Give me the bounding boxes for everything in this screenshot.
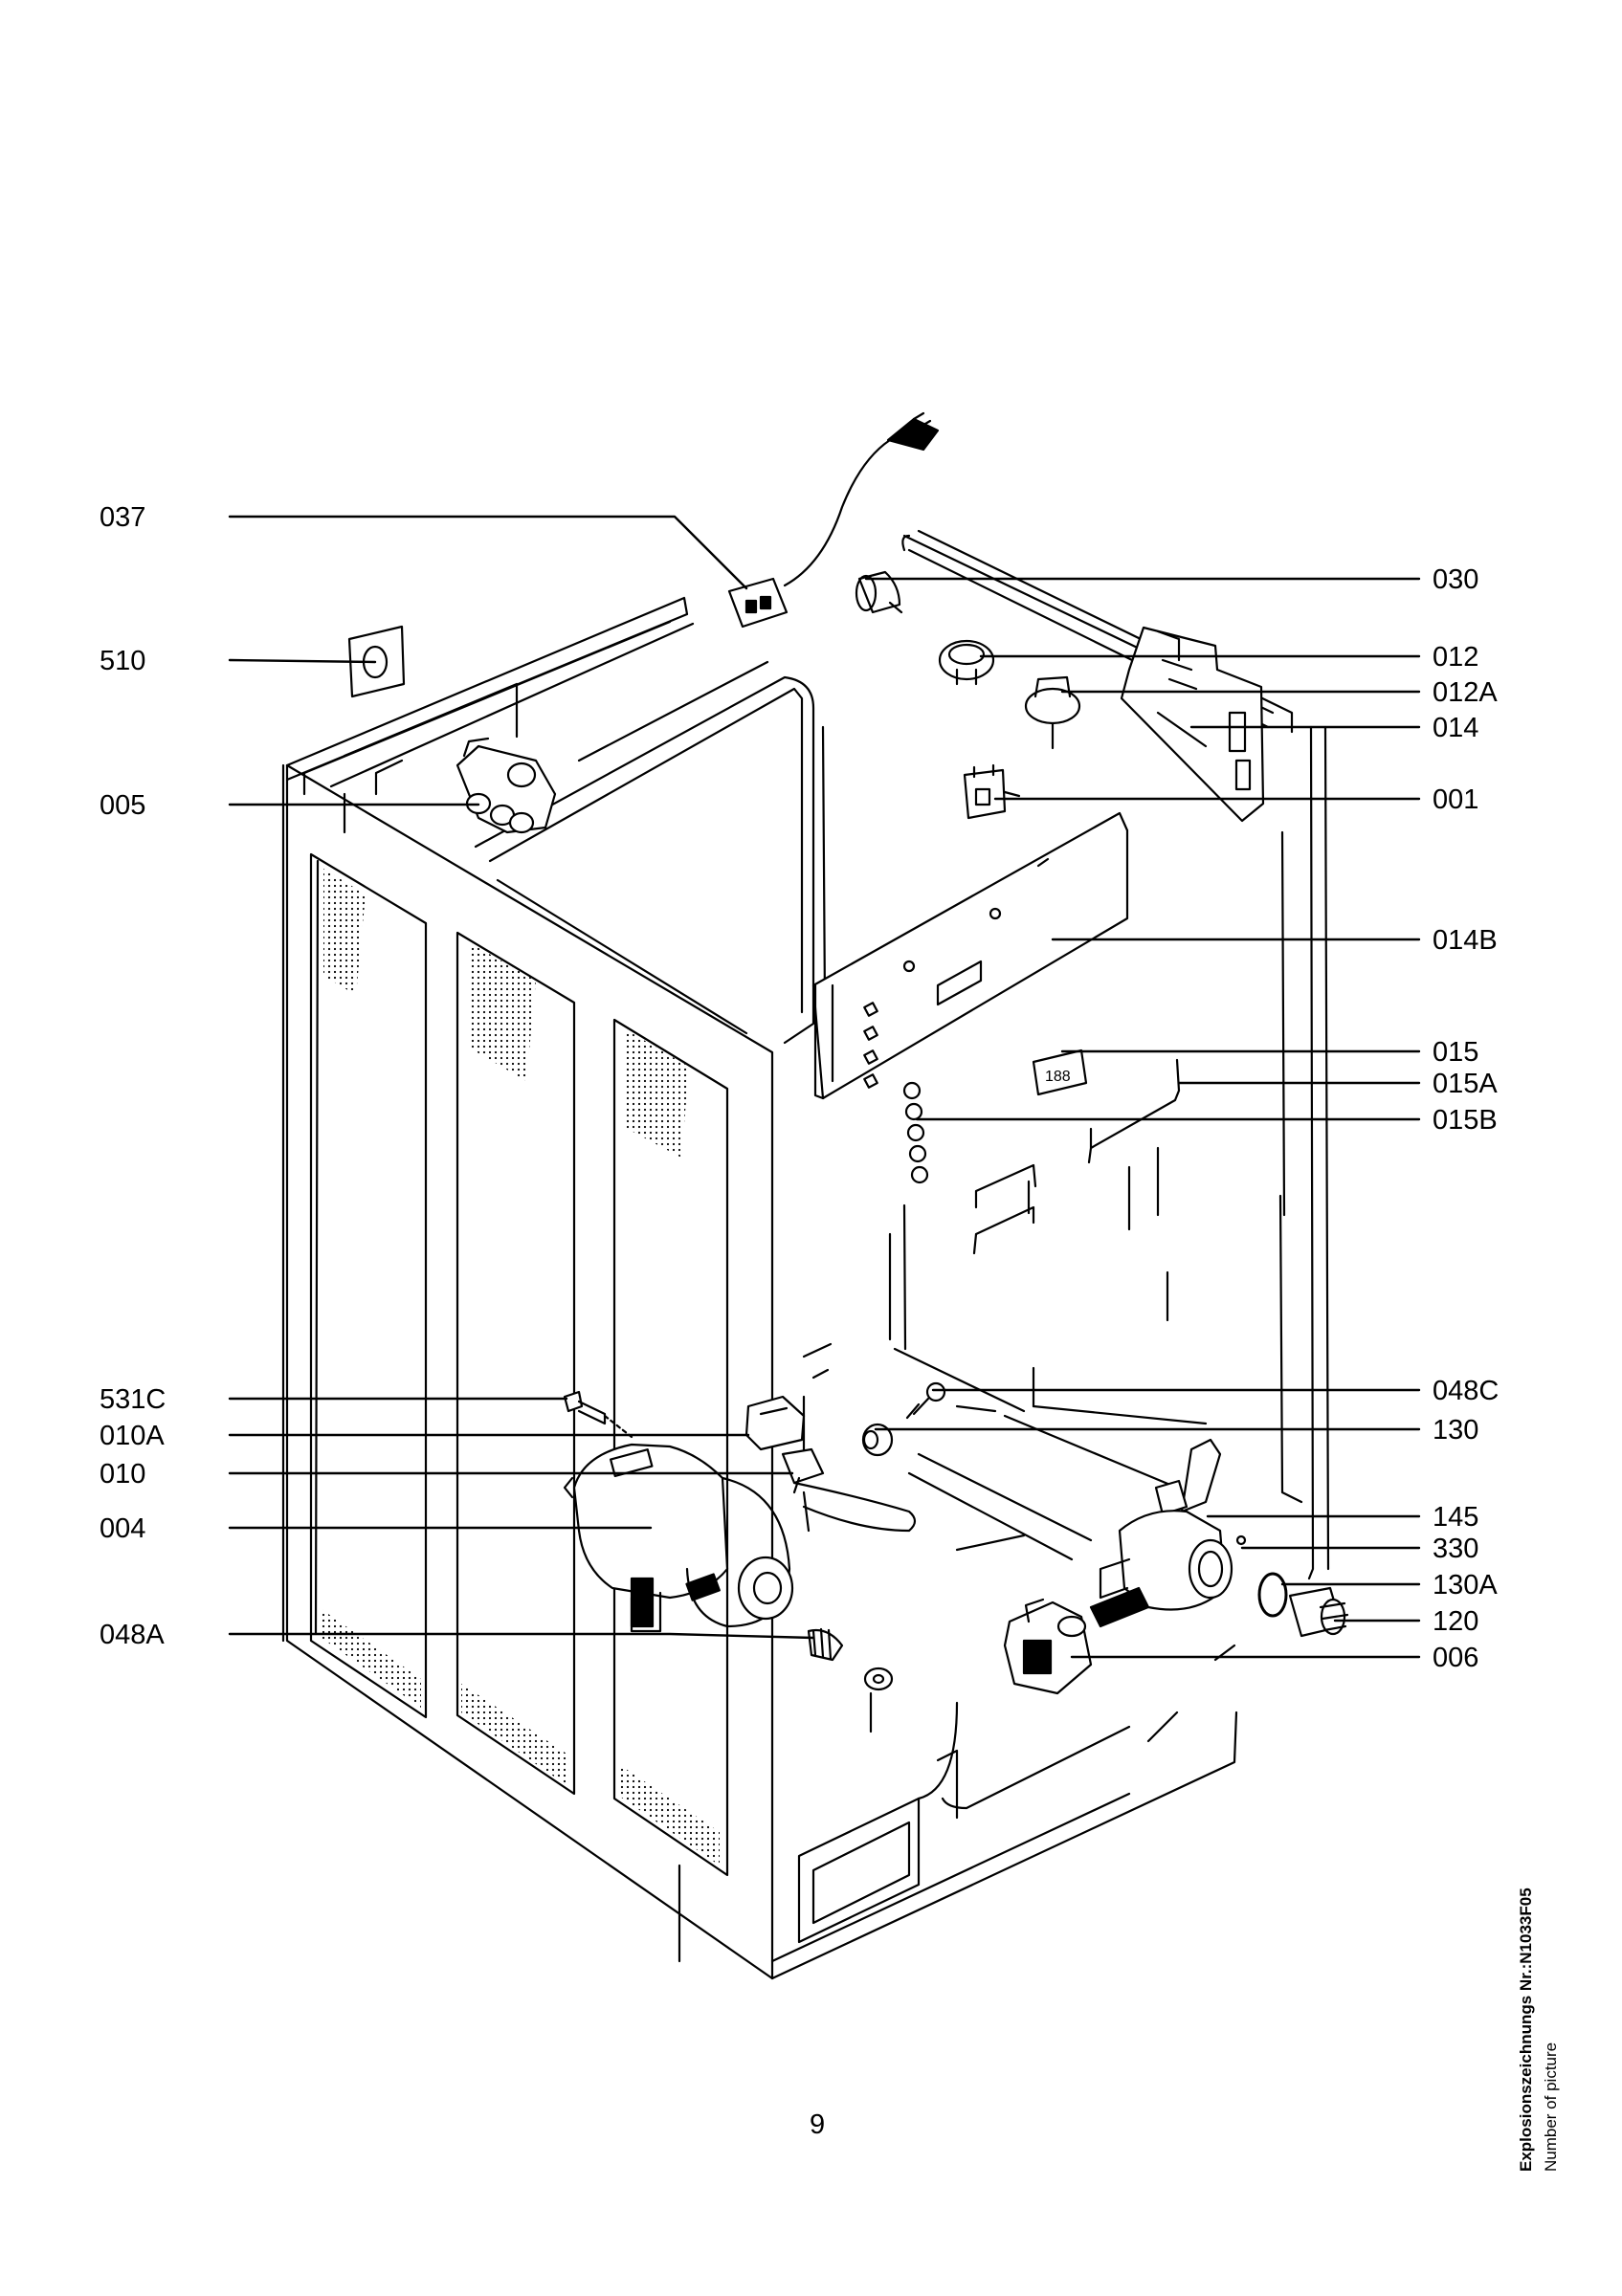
leader-048A [230,1634,813,1638]
temperature-sensor [907,1383,944,1418]
label-012A: 012A [1433,677,1498,708]
label-037: 037 [100,502,146,533]
label-120: 120 [1433,1606,1479,1637]
screw [565,1392,632,1437]
display-module: 188 [1033,1050,1086,1094]
leader-510 [230,660,375,662]
label-130: 130 [1433,1415,1479,1446]
side-caption-subtitle: Number of picture [1542,2042,1560,2172]
label-010: 010 [100,1459,146,1490]
capacitor [856,572,901,612]
middle-panel-recess [457,933,574,1794]
label-015B: 015B [1433,1105,1498,1136]
display-digits: 188 [1045,1069,1071,1085]
label-130A: 130A [1433,1570,1498,1601]
cabinet-body [283,531,1328,1978]
drain-pump-housing [1091,1511,1245,1626]
label-330: 330 [1433,1534,1479,1564]
leader-lines [230,517,1419,1657]
wire-springs [974,1060,1179,1253]
label-510: 510 [100,646,146,676]
label-010A: 010A [100,1421,165,1451]
cabinet-base [772,1712,1236,1978]
cabinet-right-edge [1309,727,1313,1578]
drive-motor [565,1445,792,1631]
label-006: 006 [1433,1643,1479,1673]
page-number: 9 [810,2109,826,2140]
drain-hose-connector [1156,1440,1220,1514]
heater-bracket [746,1397,804,1449]
back-inner-frame [476,677,813,1043]
label-004: 004 [100,1513,146,1544]
side-caption-title: Explosionszeichnungs Nr.:N1033F05 [1517,1888,1535,2172]
left-panel-recess [311,854,426,1717]
seal-ring [1259,1574,1286,1616]
programme-selector-board [1122,628,1263,821]
drain-pump-motor [1005,1600,1091,1693]
cover-cap [349,627,404,696]
label-014B: 014B [1433,925,1498,956]
side-caption: Explosionszeichnungs Nr.:N1033F05 Number… [1517,1888,1561,2172]
water-inlet-valve [457,739,555,832]
label-048A: 048A [100,1620,165,1650]
carbon-brush-set [809,1629,892,1689]
leader-037 [230,517,746,588]
label-001: 001 [1433,784,1479,815]
label-145: 145 [1433,1502,1479,1533]
label-014: 014 [1433,713,1479,743]
push-buttons [904,1083,927,1182]
label-030: 030 [1433,564,1479,595]
pressure-switch [940,641,993,684]
label-015: 015 [1433,1037,1479,1068]
label-048C: 048C [1433,1376,1500,1406]
pressure-switch-secondary [1026,677,1079,748]
label-005: 005 [100,790,146,821]
label-531C: 531C [100,1384,167,1415]
cabinet-front-edge [287,780,772,1978]
door-interlock [965,765,1019,818]
label-015A: 015A [1433,1069,1498,1099]
drain-cap [863,1424,892,1455]
mains-cable-terminal [729,413,938,627]
heating-element [783,1449,915,1531]
label-012: 012 [1433,642,1479,673]
control-panel-fascia [813,813,1127,1098]
pump-filter [1290,1588,1347,1636]
